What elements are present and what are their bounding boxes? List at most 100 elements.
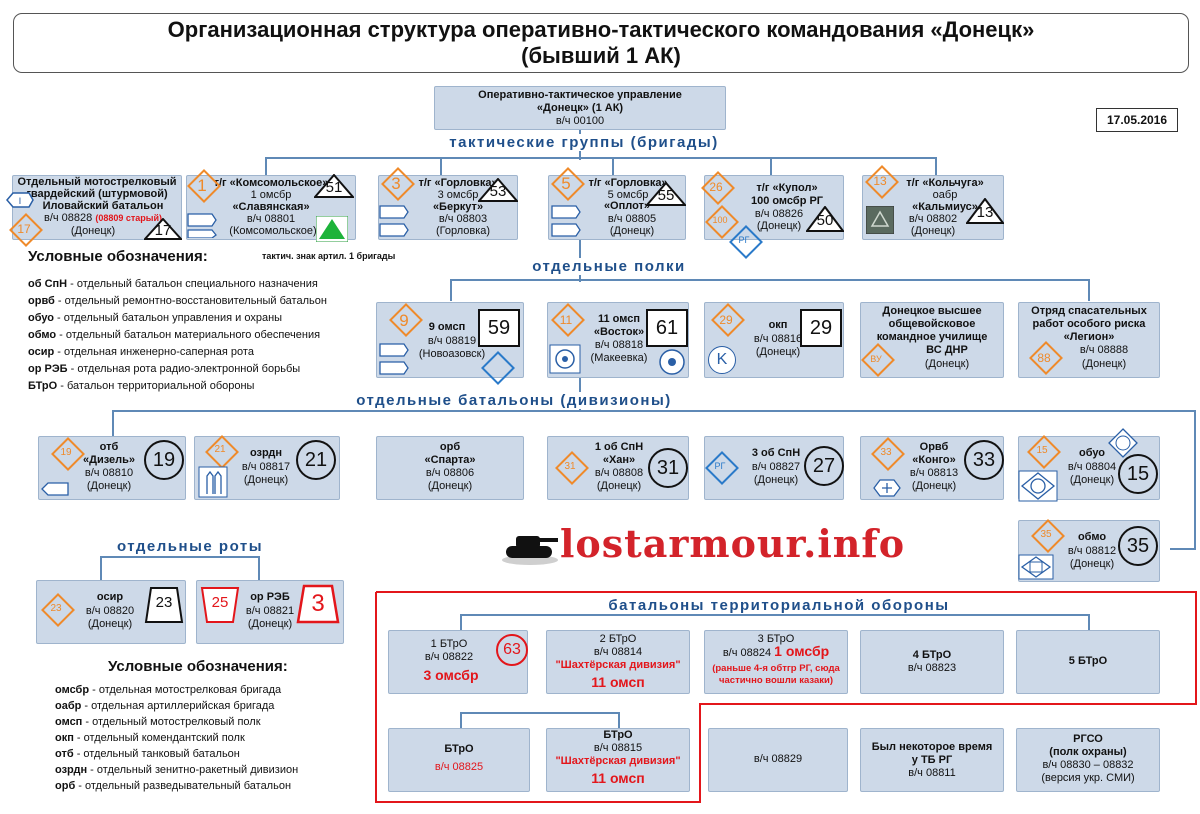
red-trapezoid-number: 25	[211, 594, 229, 611]
territorial-unit: в/ч 08822	[424, 651, 474, 663]
regiment-city: (Донецк)	[924, 358, 970, 370]
legend-item: осир - отдельная инженерно-саперная рота	[28, 346, 254, 358]
company-unit: в/ч 08820	[85, 605, 135, 617]
territorial-unit: в/ч 08829	[753, 753, 803, 765]
regiment-unit: в/ч 08888	[1079, 344, 1129, 356]
territorial-line: у ТБ РГ	[911, 754, 953, 766]
trapezoid-number: 23	[155, 594, 173, 611]
territorial-line: (полк охраны)	[1049, 746, 1127, 758]
brigade-line: Отдельный мотострелковый	[17, 176, 177, 188]
brigade-line: 5 омсбр	[607, 189, 649, 201]
battalion-line: Орвб	[919, 441, 949, 453]
regiment-city: (Донецк)	[1081, 358, 1127, 370]
battalion-box-sparta: орб «Спарта» в/ч 08806 (Донецк)	[376, 436, 524, 500]
section-battalions: отдельные батальоны (дивизионы)	[320, 392, 708, 409]
circle-number: 27	[804, 446, 844, 486]
unit-symbol-icon	[41, 482, 69, 496]
legend-item: омсбр - отдельная мотострелковая бригада	[55, 684, 282, 696]
territorial-line: 5 БТрО	[1068, 655, 1108, 667]
battalion-city: (Донецк)	[427, 480, 473, 492]
diamond-number: 26	[709, 180, 723, 194]
battalion-unit: в/ч 08804	[1067, 461, 1117, 473]
diamond-number: 13	[873, 174, 887, 188]
brigade-box-ilovaisk: Отдельный мотострелковый гвардейский (шт…	[12, 175, 182, 240]
territorial-red-note: (раньше 4-я обтгр РГ, сюда	[712, 663, 840, 674]
connector	[1088, 279, 1090, 301]
connector	[460, 712, 462, 728]
diamond-number: 31	[564, 461, 576, 472]
battalion-city: (Донецк)	[753, 474, 799, 486]
brigade-line: т/г «Горловка»	[588, 177, 668, 189]
brigade-line: 100 омсбр РГ	[750, 195, 824, 207]
trapezoid-icon	[144, 587, 184, 623]
connector	[770, 157, 772, 175]
diamond-number: 29	[719, 313, 733, 327]
connector	[1088, 614, 1090, 630]
title-line-2: (бывший 1 АК)	[521, 43, 681, 68]
battalion-unit: в/ч 08806	[425, 467, 475, 479]
battalion-unit: в/ч 08817	[241, 461, 291, 473]
connector	[265, 157, 267, 175]
battalion-line: 1 об СпН	[594, 441, 644, 453]
unit-symbol-icon	[1018, 470, 1058, 502]
territorial-line: БТрО	[444, 743, 474, 755]
diamond-label: ВУ	[870, 354, 882, 364]
regiment-line: командное училище	[876, 331, 988, 343]
connector	[618, 712, 620, 728]
legend-item: обмо - отдельный батальон материального …	[28, 329, 321, 341]
diamond-number: 15	[1036, 445, 1048, 456]
square-number: 29	[800, 309, 842, 347]
battalion-city: (Донецк)	[86, 480, 132, 492]
regiment-box-school: Донецкое высшее общевойсковое командное …	[860, 302, 1004, 378]
territorial-line: РГСО	[1073, 733, 1103, 745]
connector	[258, 556, 260, 580]
territorial-red-note: "Шахтёрская дивизия"	[555, 755, 681, 767]
regiment-city: (Донецк)	[755, 346, 801, 358]
battalion-city: (Донецк)	[1069, 558, 1115, 570]
legend-title: Условные обозначения:	[108, 658, 288, 675]
territorial-line: Был некоторое время	[871, 741, 993, 753]
regiment-city: (Новоазовск)	[418, 348, 486, 360]
brigade-old-unit: (08809 старый)	[95, 213, 162, 223]
regiment-city: (Макеевка)	[590, 352, 648, 364]
regiment-line: «Восток»	[593, 326, 645, 338]
territorial-red-note: частично вошли казаки)	[718, 675, 833, 686]
territorial-box-5: 5 БТрО	[1016, 630, 1160, 694]
legend-item: оабр - отдельная артиллерийская бригада	[55, 700, 275, 712]
circle-number: 19	[144, 440, 184, 480]
territorial-unit: в/ч 08814	[593, 646, 643, 658]
territorial-box-8: в/ч 08829	[708, 728, 848, 792]
brigade-line: «Кальмиус»	[912, 201, 978, 213]
legend-title: Условные обозначения:	[28, 248, 208, 265]
tank-icon	[502, 536, 558, 565]
regiment-line: 9 омсп	[428, 321, 466, 333]
battalion-city: (Донецк)	[243, 474, 289, 486]
connector	[440, 157, 442, 175]
brigade-unit: в/ч 08805	[607, 213, 657, 225]
territorial-box-2: 2 БТрО в/ч 08814 "Шахтёрская дивизия" 11…	[546, 630, 690, 694]
company-line: осир	[96, 591, 124, 603]
section-companies: отдельные роты	[96, 538, 284, 555]
repair-icon	[873, 479, 901, 497]
battalion-line: орб	[439, 441, 461, 453]
territorial-note: (версия укр. СМИ)	[1041, 772, 1135, 784]
k-symbol-icon: K	[708, 346, 736, 374]
brigade-line: т/г «Кольчуга»	[906, 177, 984, 189]
brigade-unit: в/ч 08802	[908, 213, 958, 225]
brigade-city: (Донецк)	[756, 220, 802, 232]
legend-item: омсп - отдельный мотострелковый полк	[55, 716, 261, 728]
circle-number: 33	[964, 440, 1004, 480]
legend-item: ор РЭБ - отдельная рота радио-электронно…	[28, 363, 301, 375]
regiment-line: работ особого риска	[1032, 318, 1146, 330]
battalion-unit: в/ч 08812	[1067, 545, 1117, 557]
art-sign-note: тактич. знак артил. 1 бригады	[262, 251, 396, 261]
company-city: (Донецк)	[87, 618, 133, 630]
triangle-number: 55	[657, 187, 675, 204]
battalion-unit: в/ч 08810	[84, 467, 134, 479]
diamond-number: 88	[1037, 351, 1051, 365]
supply-icon	[1018, 554, 1054, 580]
regiment-line: общевойсковое	[888, 318, 976, 330]
company-line: ор РЭБ	[250, 591, 290, 603]
triangle-icon	[478, 178, 518, 202]
